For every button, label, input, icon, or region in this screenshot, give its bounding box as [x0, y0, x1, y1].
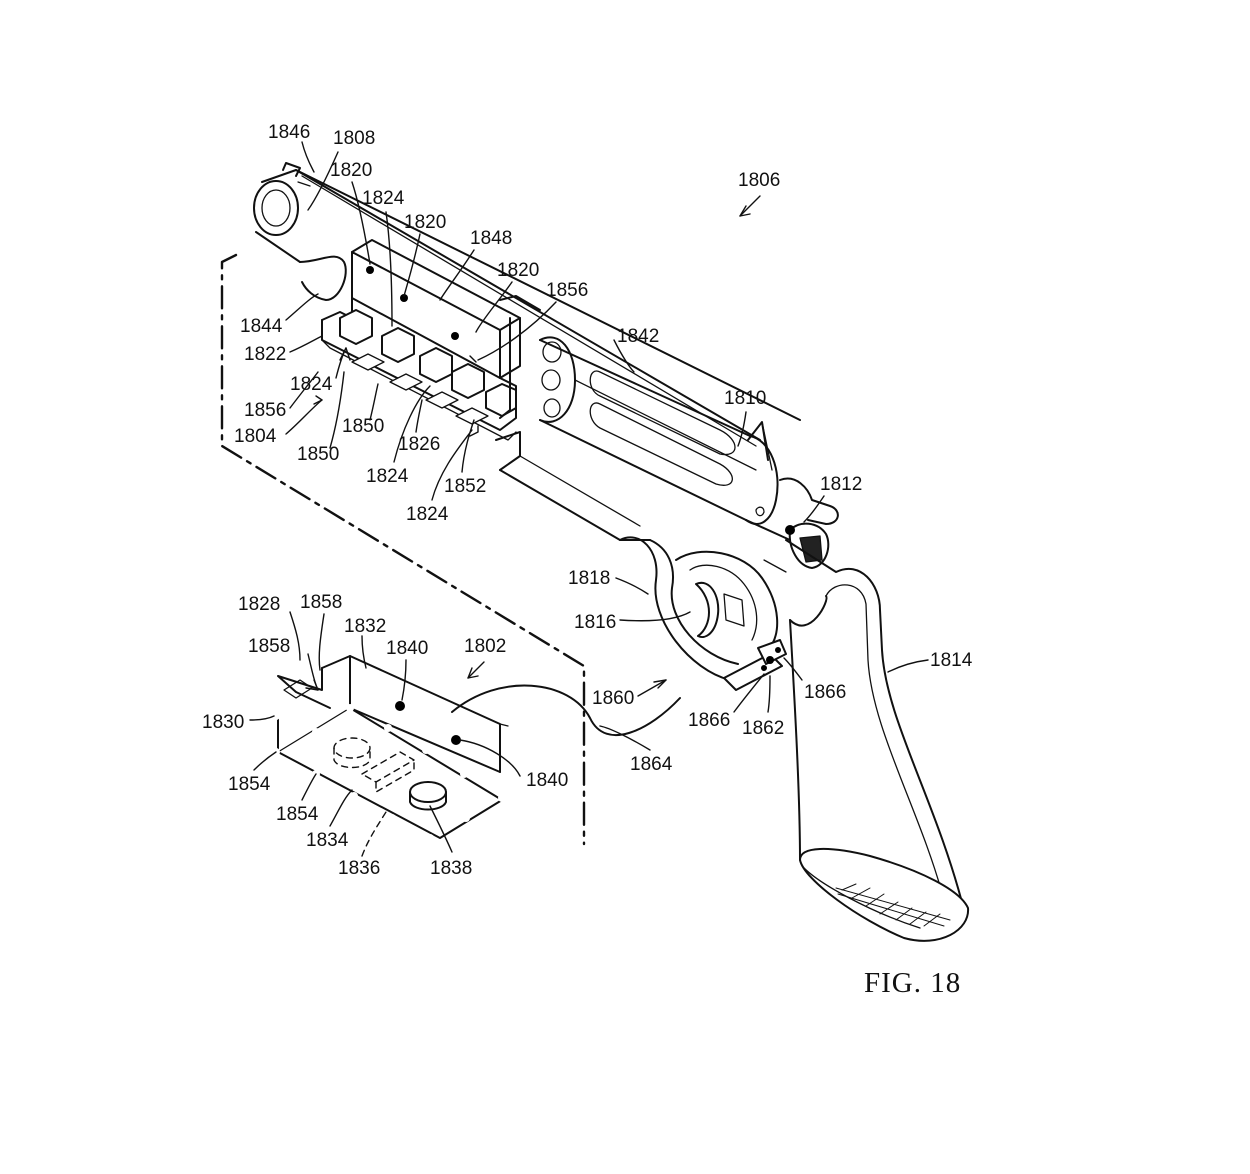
label-1836: 1836	[338, 858, 380, 879]
rear-sight	[747, 421, 773, 471]
label-1826: 1826	[398, 434, 440, 455]
label-1856: 1856	[546, 280, 588, 301]
frame-lower	[745, 519, 791, 573]
label-1842: 1842	[617, 326, 659, 347]
figure-caption: FIG. 18	[864, 967, 961, 999]
label-1854: 1854	[276, 804, 319, 825]
label-1864: 1864	[630, 754, 673, 775]
label-1856: 1856	[244, 400, 286, 421]
revolver-drawing	[253, 162, 970, 942]
label-1860: 1860	[592, 688, 634, 709]
guard-accessory	[723, 639, 787, 691]
label-1824: 1824	[406, 504, 449, 525]
label-1848: 1848	[470, 228, 512, 249]
label-1806: 1806	[738, 170, 780, 191]
label-1812: 1812	[820, 474, 862, 495]
label-1804: 1804	[234, 426, 277, 447]
trigger-guard	[619, 536, 779, 681]
label-1832: 1832	[344, 616, 386, 637]
label-1820: 1820	[404, 212, 446, 233]
grip	[785, 539, 970, 942]
label-1818: 1818	[568, 568, 610, 589]
label-1820: 1820	[330, 160, 372, 181]
label-1840: 1840	[526, 770, 568, 791]
label-1834: 1834	[306, 830, 349, 851]
label-1852: 1852	[444, 476, 486, 497]
exploded-boundary	[220, 253, 586, 846]
label-1844: 1844	[240, 316, 283, 337]
label-1808: 1808	[333, 128, 375, 149]
label-1858: 1858	[248, 636, 290, 657]
label-1814: 1814	[930, 650, 973, 671]
label-1840: 1840	[386, 638, 428, 659]
label-1802: 1802	[464, 636, 506, 657]
label-1866: 1866	[804, 682, 846, 703]
label-1854: 1854	[228, 774, 271, 795]
leader-lines	[249, 141, 929, 857]
label-1858: 1858	[300, 592, 342, 613]
label-1866: 1866	[688, 710, 730, 731]
label-1850: 1850	[342, 416, 384, 437]
label-1816: 1816	[574, 612, 616, 633]
top-rib	[295, 169, 761, 447]
hammer	[779, 477, 839, 569]
label-1824: 1824	[366, 466, 409, 487]
label-1824: 1824	[290, 374, 333, 395]
barrel	[253, 162, 801, 421]
label-1838: 1838	[430, 858, 472, 879]
label-1810: 1810	[724, 388, 766, 409]
label-1824: 1824	[362, 188, 405, 209]
label-1830: 1830	[202, 712, 244, 733]
accessory-module	[272, 655, 681, 842]
label-1850: 1850	[297, 444, 339, 465]
reference-labels: 1846 1808 1820 1824 1820 1848 1820 1856 …	[202, 122, 973, 879]
label-1822: 1822	[244, 344, 286, 365]
label-1846: 1846	[268, 122, 310, 143]
accessory-rail	[321, 239, 521, 441]
label-1820: 1820	[497, 260, 539, 281]
cylinder	[539, 336, 779, 525]
label-1828: 1828	[238, 594, 280, 615]
label-1862: 1862	[742, 718, 784, 739]
